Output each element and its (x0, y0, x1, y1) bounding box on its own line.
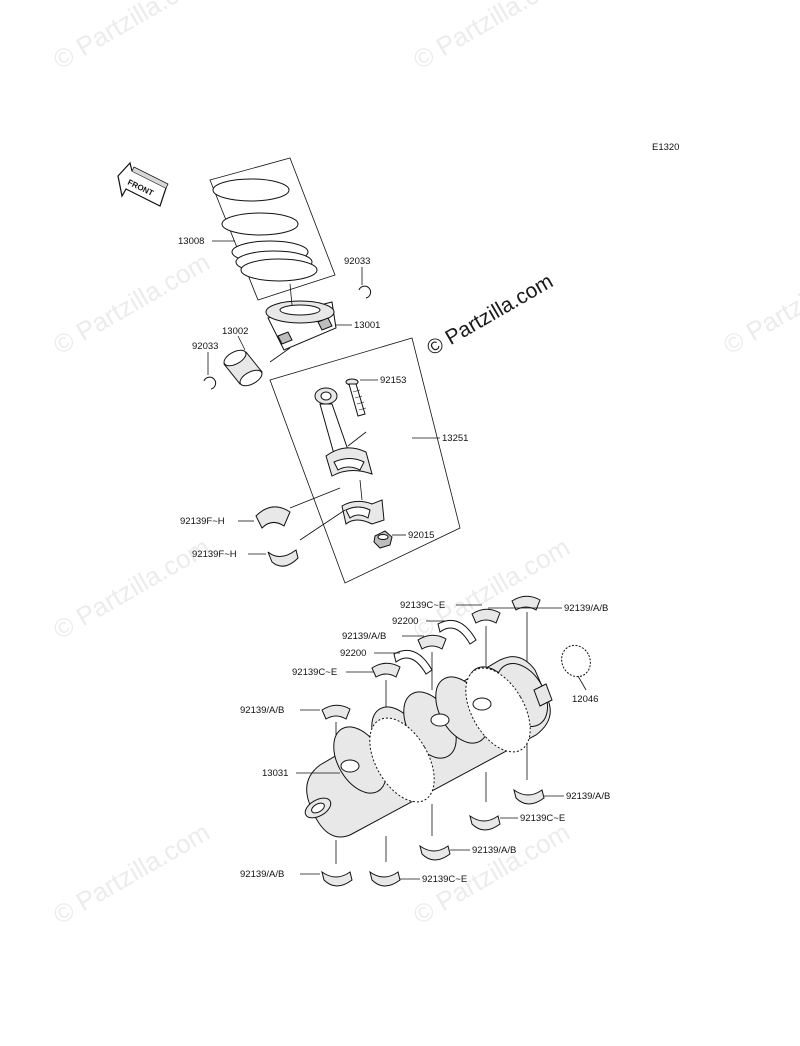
crank-gear (561, 644, 591, 678)
label-92139AB-5: 92139/A/B (472, 845, 516, 856)
front-arrow-icon: FRONT (117, 161, 169, 207)
label-92153: 92153 (380, 375, 406, 386)
main-bearing-upper (321, 595, 541, 720)
label-92139AB-1: 92139/A/B (564, 603, 608, 614)
thrust-washer (393, 620, 477, 675)
label-92139FH-1: 92139F~H (180, 516, 225, 527)
watermark: © Partzilla.com (408, 532, 575, 646)
connecting-rod (314, 387, 373, 477)
label-92139FH-2: 92139F~H (192, 549, 237, 560)
circlip-right (358, 285, 372, 299)
label-92015: 92015 (408, 530, 434, 541)
watermark: © Partzilla.com (48, 0, 215, 75)
label-13001: 13001 (354, 320, 380, 331)
label-92139AB-4: 92139/A/B (566, 791, 610, 802)
label-12046: 12046 (572, 694, 598, 705)
label-92139AB-3: 92139/A/B (240, 705, 284, 716)
conrod-nut (373, 530, 393, 549)
circlip-left (203, 376, 217, 390)
label-13002: 13002 (222, 326, 248, 337)
label-92033-left: 92033 (192, 341, 218, 352)
label-92200-2: 92200 (340, 648, 366, 659)
watermark: © Partzilla.com (408, 0, 575, 75)
label-92200-1: 92200 (392, 616, 418, 627)
label-92139CE-3: 92139C~E (520, 813, 565, 824)
watermark: © Partzilla.com (48, 247, 215, 361)
label-92139AB-6: 92139/A/B (240, 869, 284, 880)
main-bearing-lower (321, 788, 545, 887)
watermark: © Partzilla.com (48, 817, 215, 931)
watermark: © Partzilla.com (718, 247, 800, 361)
crankshaft (304, 656, 553, 838)
label-13008: 13008 (178, 236, 204, 247)
label-92139AB-2: 92139/A/B (342, 631, 386, 642)
conrod-bearing-upper (255, 506, 291, 529)
piston (265, 300, 337, 351)
label-13251: 13251 (442, 433, 468, 444)
diagram-code: E1320 (652, 142, 679, 153)
conrod-box-outline (269, 337, 461, 584)
label-92033-top: 92033 (344, 256, 370, 267)
conrod-bearing-lower (267, 549, 299, 567)
piston-rings (212, 178, 318, 282)
conrod-bolt (345, 378, 367, 417)
label-92139CE-1: 92139C~E (400, 600, 445, 611)
label-92139CE-2: 92139C~E (292, 667, 337, 678)
watermark: © Partzilla.com (48, 532, 215, 646)
label-13031: 13031 (262, 768, 288, 779)
rod-cap (341, 499, 385, 525)
label-92139CE-4: 92139C~E (422, 874, 467, 885)
piston-pin (223, 349, 263, 387)
watermark-main: © Partzilla.com (423, 270, 557, 361)
